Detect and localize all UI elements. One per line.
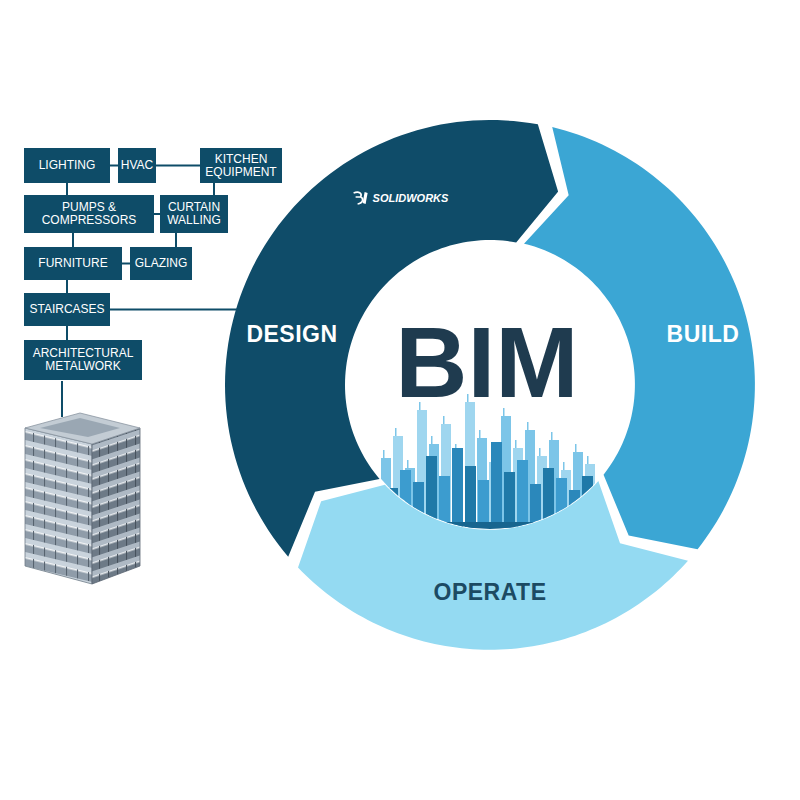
component-label: STAIRCASES bbox=[29, 303, 104, 316]
connector-line bbox=[175, 233, 177, 247]
skyline-spire bbox=[431, 436, 433, 444]
building-side bbox=[92, 428, 140, 584]
skyline-building bbox=[465, 466, 476, 528]
connector-line bbox=[72, 233, 74, 247]
stage-label: OPERATE bbox=[433, 578, 546, 605]
lifecycle-segment: OPERATE bbox=[298, 481, 688, 650]
connector-line bbox=[66, 280, 68, 293]
logo-mark bbox=[363, 192, 368, 204]
skyline-spire bbox=[563, 462, 565, 470]
component-box: FURNITURE bbox=[24, 247, 122, 280]
component-label: LIGHTING bbox=[39, 159, 96, 172]
component-box: ARCHITECTURAL METALWORK bbox=[24, 340, 142, 380]
bim-hub-circle: BIM bbox=[345, 240, 635, 530]
segment-shape bbox=[298, 481, 688, 650]
component-label: GLAZING bbox=[135, 257, 188, 270]
brand-name: SOLIDWORKS bbox=[373, 192, 449, 204]
leader-line bbox=[61, 381, 63, 417]
arrow-segment bbox=[298, 481, 688, 650]
skyline-building bbox=[491, 442, 502, 528]
skyline-building bbox=[478, 480, 489, 528]
connector-line bbox=[110, 165, 118, 167]
component-box: PUMPS & COMPRESSORS bbox=[24, 195, 154, 233]
skyline-building bbox=[504, 472, 515, 528]
skyline-spire bbox=[443, 416, 445, 424]
connector-line bbox=[213, 183, 215, 195]
component-box: LIGHTING bbox=[24, 148, 110, 183]
connector-line bbox=[110, 309, 237, 311]
component-label: PUMPS & COMPRESSORS bbox=[30, 201, 148, 227]
building-roof bbox=[25, 413, 140, 444]
stage-label: BUILD bbox=[667, 320, 740, 347]
roof-structure bbox=[40, 418, 120, 437]
skyline-spire bbox=[575, 444, 577, 452]
hub-circle bbox=[346, 241, 634, 529]
skyline-spire bbox=[383, 450, 385, 458]
connector-line bbox=[156, 165, 200, 167]
skyline-spire bbox=[407, 460, 409, 468]
skyline-spire bbox=[479, 430, 481, 438]
building-front bbox=[25, 428, 92, 584]
brand-label: SOLIDWORKS bbox=[352, 190, 449, 206]
brand-logo bbox=[352, 190, 370, 206]
skyline-spire bbox=[515, 440, 517, 448]
component-box: STAIRCASES bbox=[24, 293, 110, 326]
skyline-building bbox=[452, 448, 463, 528]
skyline-spire bbox=[539, 448, 541, 456]
logo-mark bbox=[354, 192, 363, 204]
bim-title: BIM bbox=[395, 312, 578, 412]
connector-line bbox=[66, 326, 68, 340]
arrow-segment bbox=[524, 127, 755, 549]
skyline-spire bbox=[395, 428, 397, 436]
skyline-tower bbox=[465, 402, 475, 528]
stage-label: DESIGN bbox=[246, 320, 337, 347]
connector-line bbox=[122, 263, 130, 265]
component-label: ARCHITECTURAL METALWORK bbox=[30, 347, 136, 373]
component-box: CURTAIN WALLING bbox=[160, 195, 228, 233]
component-label: FURNITURE bbox=[38, 257, 107, 270]
component-box: GLAZING bbox=[130, 247, 192, 280]
connector-line bbox=[66, 183, 68, 195]
skyline-spire bbox=[587, 456, 589, 464]
skyline-building bbox=[517, 460, 528, 528]
lifecycle-segment: BUILD bbox=[524, 127, 755, 549]
component-box: KITCHEN EQUIPMENT bbox=[200, 148, 282, 183]
skyline-spire bbox=[527, 422, 529, 430]
skyline-spire bbox=[551, 432, 553, 440]
component-box: HVAC bbox=[118, 148, 156, 183]
component-label: HVAC bbox=[121, 159, 153, 172]
component-label: KITCHEN EQUIPMENT bbox=[205, 153, 276, 179]
skyline-building bbox=[439, 476, 450, 528]
component-label: CURTAIN WALLING bbox=[166, 201, 222, 227]
